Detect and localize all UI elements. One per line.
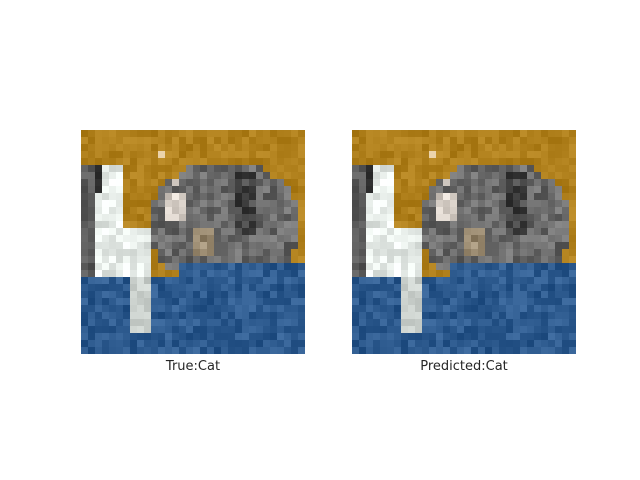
predicted-label: Predicted:Cat (420, 359, 508, 374)
true-cat-image (81, 130, 305, 354)
predicted-cat-image (352, 130, 576, 354)
true-image-panel: True:Cat (81, 130, 305, 374)
true-label: True:Cat (165, 359, 221, 374)
predicted-image-panel: Predicted:Cat (352, 130, 576, 374)
